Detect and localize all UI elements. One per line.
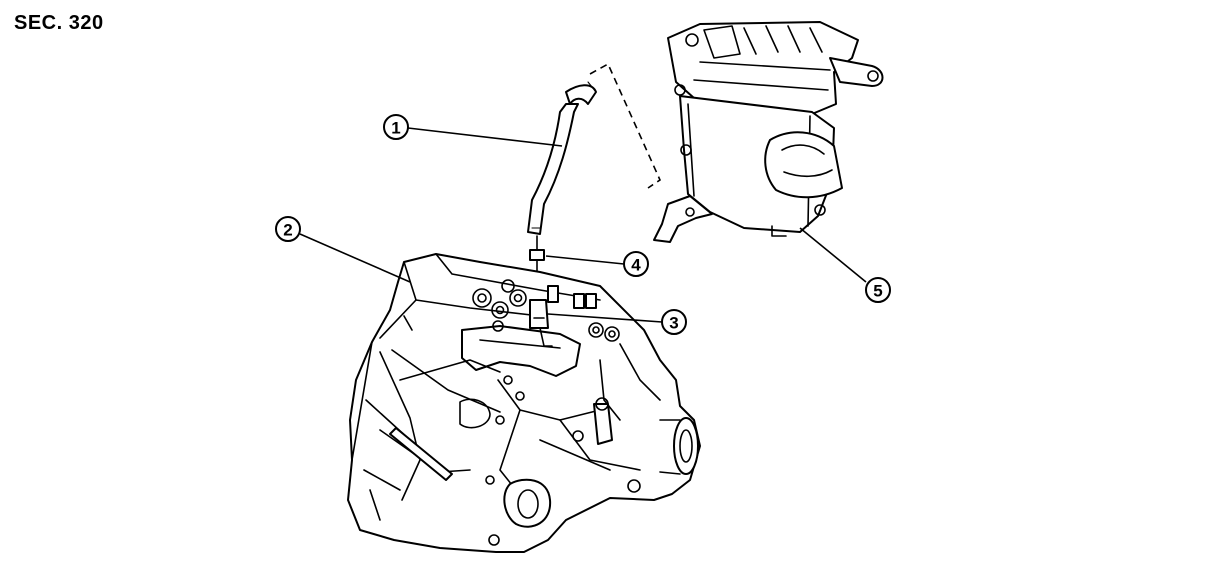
callout-5-label: 5: [873, 282, 882, 301]
callout-2: 2: [275, 216, 301, 242]
leader-3: [547, 313, 663, 323]
callout-4: 4: [623, 251, 649, 277]
callout-4-label: 4: [631, 256, 641, 275]
air-breather-fitting: [529, 299, 549, 329]
section-label: SEC. 320: [14, 12, 104, 34]
callout-3: 3: [661, 309, 687, 335]
callout-3-label: 3: [669, 314, 678, 333]
leader-lines: [299, 127, 867, 323]
air-cleaner-assembly: [653, 21, 884, 243]
callout-1-label: 1: [391, 119, 400, 138]
callout-2-label: 2: [283, 221, 292, 240]
leader-4: [545, 255, 625, 265]
transaxle-assembly: [347, 253, 701, 553]
callout-5: 5: [865, 277, 891, 303]
leader-5: [799, 227, 867, 283]
air-breather-hose: [527, 81, 597, 235]
callout-1: 1: [383, 114, 409, 140]
connection-dash-line: [589, 62, 662, 189]
leader-1: [407, 127, 563, 147]
leader-2: [299, 233, 411, 283]
